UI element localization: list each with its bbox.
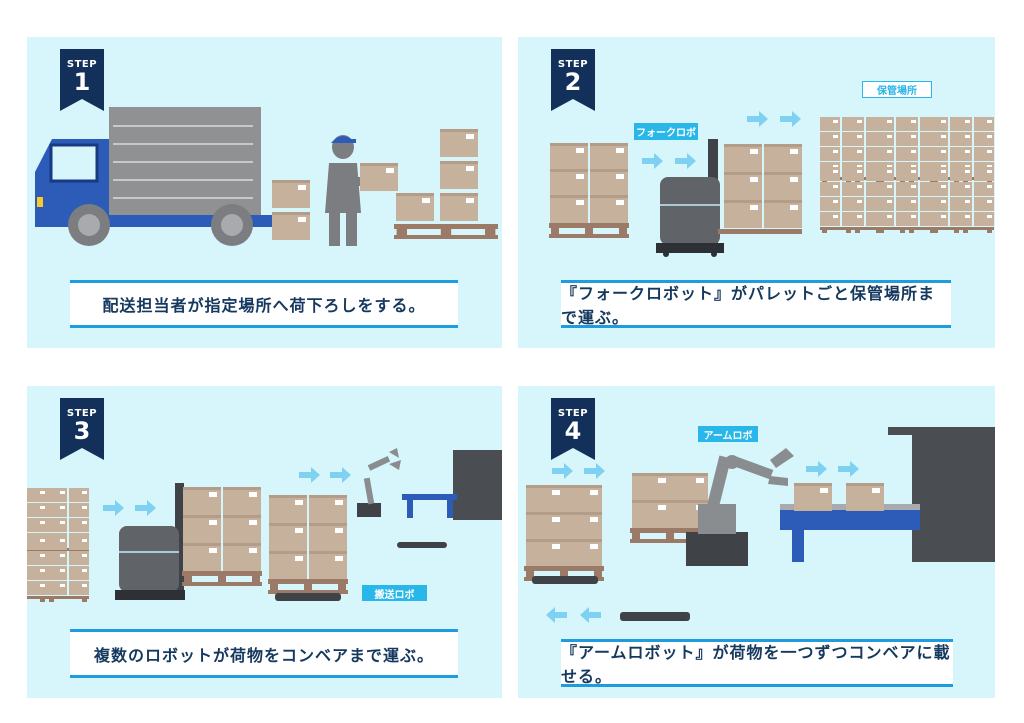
step-1-caption: 配送担当者が指定場所へ荷下ろしをする。 (70, 280, 458, 328)
unloading-illustration (35, 107, 498, 246)
fork-robot-tag: フォークロボ (634, 123, 698, 140)
step-1-panel: STEP 1 配送担当者が指定場所へ荷下ろしをする。 (27, 37, 502, 348)
step-number: 4 (564, 417, 582, 445)
carrier-robot-tag: 搬送ロボ (362, 585, 427, 601)
step-number: 1 (73, 68, 91, 96)
conveyor (402, 450, 502, 520)
fork-robot-illustration (518, 111, 995, 257)
step-3-badge: STEP 3 (60, 398, 104, 460)
arm-robot-illustration (524, 427, 995, 623)
step-label: STEP (66, 59, 98, 70)
transport-robots-illustration (27, 448, 502, 698)
storage-racks (820, 117, 994, 233)
step-label: STEP (557, 59, 589, 70)
conveyor (780, 427, 995, 562)
step-4-panel: STEP 4 アームロボ 『アームロボット』が荷物を一つずつコンベアに載せる。 (518, 386, 995, 698)
delivery-worker (325, 135, 372, 246)
arm-robot (686, 448, 794, 566)
fork-robot (656, 139, 802, 257)
returning-carrier-robot (620, 612, 690, 621)
step-4-badge: STEP 4 (551, 398, 595, 460)
step-3-panel: STEP 3 搬送ロボ 複数のロボットが荷物をコンベアまで運ぶ。 (27, 386, 502, 698)
fork-robot (115, 483, 185, 600)
step-2-badge: STEP 2 (551, 49, 595, 111)
step-label: STEP (66, 408, 98, 419)
step-4-caption: 『アームロボット』が荷物を一つずつコンベアに載せる。 (561, 639, 953, 687)
storage-area-tag: 保管場所 (862, 81, 932, 98)
step-2-panel: STEP 2 フォークロボ 保管場所 『フォークロボット』がパレットごと保管場所… (518, 37, 995, 348)
step-2-caption: 『フォークロボット』がパレットごと保管場所まで運ぶ。 (561, 280, 951, 328)
arm-robot-small (357, 448, 401, 517)
step-number: 2 (564, 68, 582, 96)
step-3-caption: 複数のロボットが荷物をコンベアまで運ぶ。 (70, 629, 458, 678)
carrier-robot (275, 542, 447, 601)
arm-robot-tag: アームロボ (698, 426, 758, 442)
step-1-badge: STEP 1 (60, 49, 104, 111)
step-number: 3 (73, 417, 91, 445)
step-label: STEP (557, 408, 589, 419)
truck (35, 107, 275, 246)
